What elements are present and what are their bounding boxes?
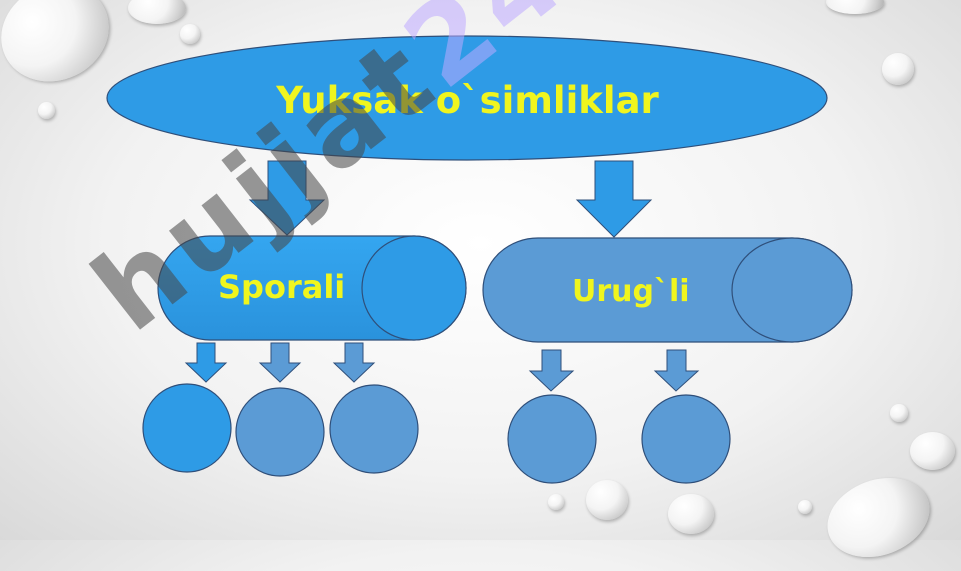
water-drop-decoration <box>586 480 628 520</box>
title-ellipse <box>106 35 828 161</box>
diagram-title: Yuksak o`simliklar <box>276 79 659 122</box>
sporali-child-arrow <box>332 342 376 383</box>
urugli-child-arrow <box>528 349 575 392</box>
water-drop-decoration <box>826 0 884 14</box>
down-arrow-right <box>575 160 653 238</box>
urugli-child-circle <box>507 394 597 484</box>
water-drop-decoration <box>668 494 714 534</box>
urugli-label: Urug`li <box>572 274 690 309</box>
sporali-child-arrow <box>184 342 228 383</box>
sporali-child-arrow <box>258 342 302 383</box>
water-drop-decoration <box>180 24 200 44</box>
sporali-node <box>157 235 467 341</box>
water-drop-decoration <box>910 432 955 470</box>
down-arrow-left <box>248 160 326 236</box>
sporali-child-circle <box>142 383 232 473</box>
urugli-child-arrow <box>653 349 700 392</box>
water-drop-decoration <box>548 494 564 510</box>
urugli-child-circle <box>641 394 731 484</box>
water-drop-decoration <box>798 500 812 514</box>
water-drop-decoration <box>38 102 55 119</box>
sporali-child-circle <box>329 384 419 474</box>
water-drop-decoration <box>890 404 908 422</box>
diagram-shapes <box>106 35 853 484</box>
water-drop-decoration <box>882 53 914 85</box>
urugli-node <box>482 237 853 343</box>
sporali-child-circle <box>235 387 325 477</box>
sporali-label: Sporali <box>218 268 346 306</box>
